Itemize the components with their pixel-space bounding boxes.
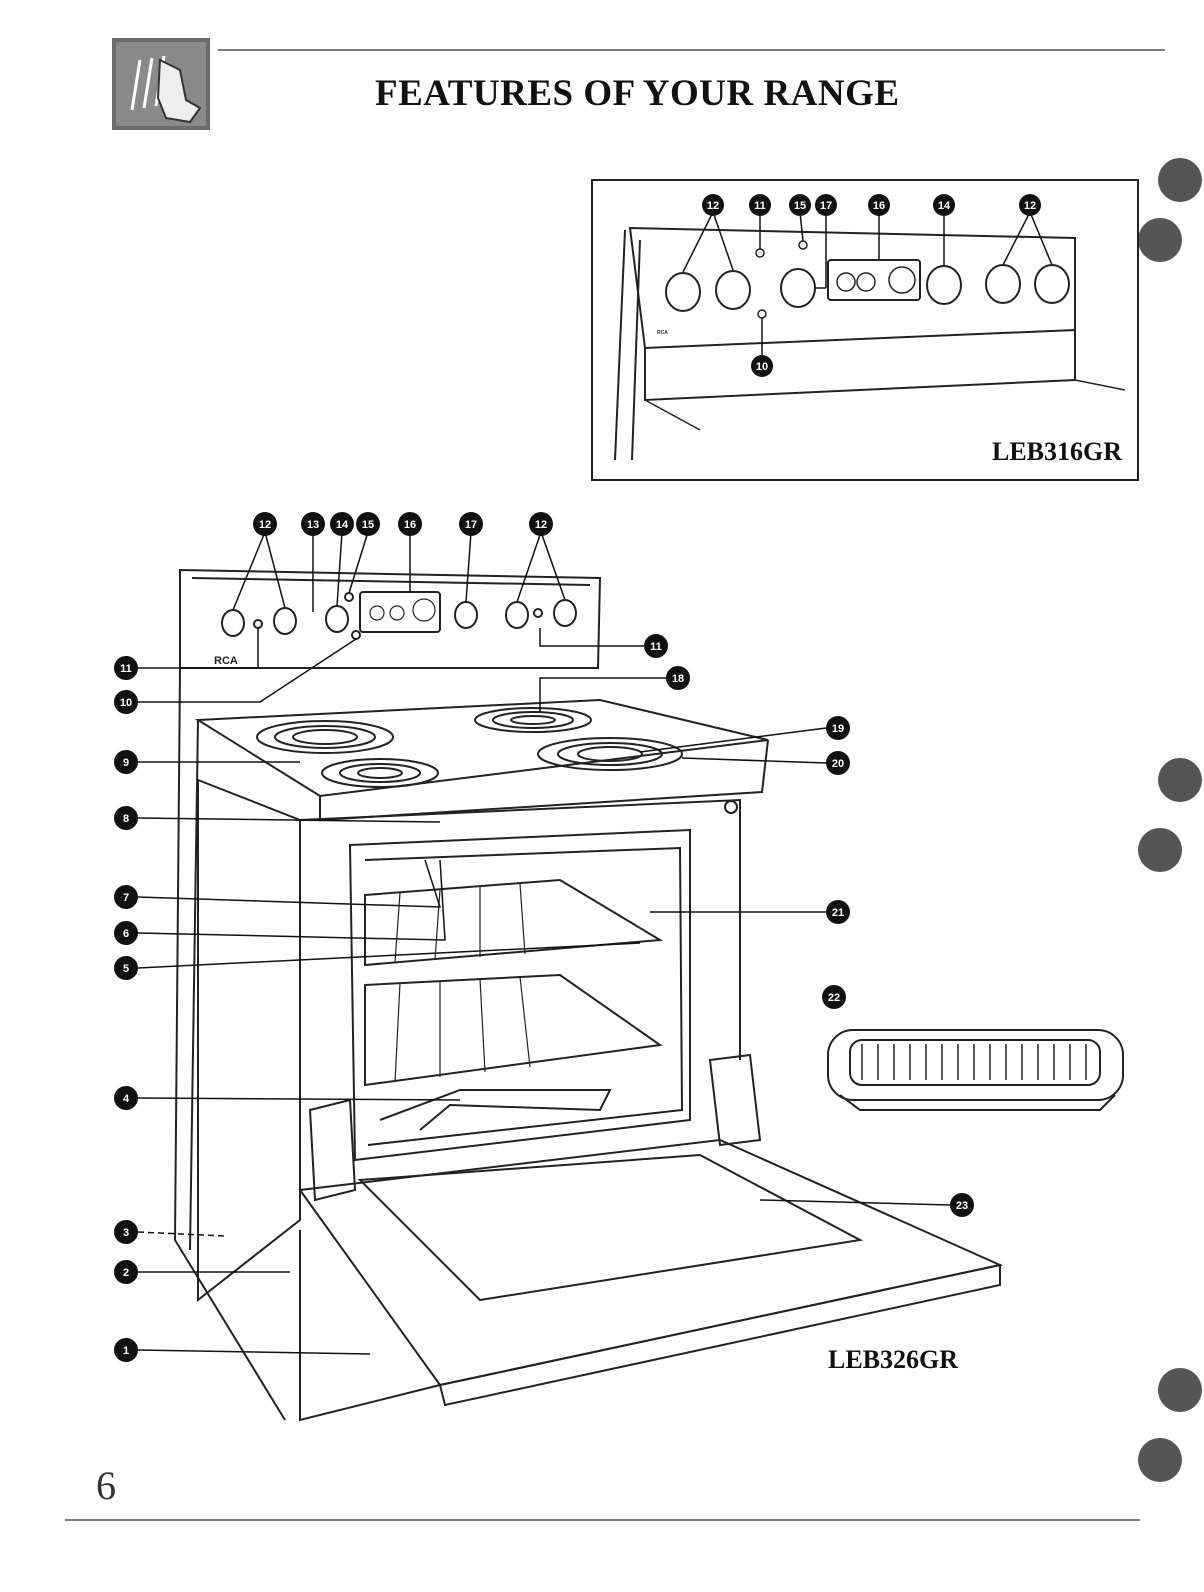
inset-callout-17: 17 — [815, 194, 837, 216]
callout-left-9: 9 — [114, 750, 138, 774]
svg-text:6: 6 — [123, 928, 129, 940]
callout-right-21: 21 — [826, 900, 850, 924]
callout-top-12b: 12 — [529, 512, 553, 536]
svg-text:11: 11 — [650, 641, 662, 653]
callout-left-3: 3 — [114, 1220, 138, 1244]
callout-left-7: 7 — [114, 885, 138, 909]
callout-top-14: 14 — [330, 512, 354, 536]
main-brand-logo: RCA — [214, 655, 238, 667]
callout-right-22: 22 — [822, 985, 846, 1009]
range-drawing — [175, 570, 1000, 1420]
svg-text:20: 20 — [832, 758, 844, 770]
callout-top-13: 13 — [301, 512, 325, 536]
callout-left-1: 1 — [114, 1338, 138, 1362]
inset-brand-logo: RCA — [657, 330, 668, 336]
inset-callout-12a: 12 — [702, 194, 724, 216]
broiler-pan — [828, 1030, 1123, 1110]
svg-text:17: 17 — [465, 519, 477, 531]
inset-callout-16: 16 — [868, 194, 890, 216]
svg-text:4: 4 — [123, 1093, 130, 1105]
svg-text:14: 14 — [938, 200, 951, 212]
svg-text:23: 23 — [956, 1200, 968, 1212]
callout-left-5: 5 — [114, 956, 138, 980]
callout-top-15: 15 — [356, 512, 380, 536]
callout-left-2: 2 — [114, 1260, 138, 1284]
inset-model-label: LEB316GR — [992, 437, 1122, 467]
svg-text:21: 21 — [832, 907, 844, 919]
svg-text:19: 19 — [832, 723, 844, 735]
svg-text:11: 11 — [754, 200, 766, 212]
svg-text:5: 5 — [123, 963, 129, 975]
svg-text:10: 10 — [120, 697, 132, 709]
svg-text:11: 11 — [120, 663, 132, 675]
callout-top-17: 17 — [459, 512, 483, 536]
callout-left-4: 4 — [114, 1086, 138, 1110]
svg-text:15: 15 — [794, 200, 806, 212]
svg-text:18: 18 — [672, 673, 684, 685]
callout-left-6: 6 — [114, 921, 138, 945]
svg-text:12: 12 — [1024, 200, 1036, 212]
callout-top-16: 16 — [398, 512, 422, 536]
inset-callout-11: 11 — [749, 194, 771, 216]
svg-text:13: 13 — [307, 519, 319, 531]
svg-text:1: 1 — [123, 1345, 129, 1357]
page-number: 6 — [96, 1462, 116, 1509]
svg-text:12: 12 — [259, 519, 271, 531]
callout-right-20: 20 — [826, 751, 850, 775]
inset-callout-10: 10 — [751, 355, 773, 377]
inset-callout-12b: 12 — [1019, 194, 1041, 216]
svg-text:12: 12 — [707, 200, 719, 212]
svg-text:22: 22 — [828, 992, 840, 1004]
callout-right-18: 18 — [666, 666, 690, 690]
svg-text:16: 16 — [404, 519, 416, 531]
callout-right-11: 11 — [644, 634, 668, 658]
hand-icon — [112, 38, 210, 130]
svg-text:3: 3 — [123, 1227, 129, 1239]
callout-top-12a: 12 — [253, 512, 277, 536]
svg-text:17: 17 — [820, 200, 832, 212]
binding-holes — [1138, 158, 1202, 1482]
main-model-label: LEB326GR — [828, 1345, 958, 1375]
svg-text:8: 8 — [123, 813, 129, 825]
inset-callout-15: 15 — [789, 194, 811, 216]
svg-text:9: 9 — [123, 757, 129, 769]
svg-text:10: 10 — [756, 361, 768, 373]
svg-text:15: 15 — [362, 519, 374, 531]
svg-text:7: 7 — [123, 892, 129, 904]
inset-control-panel: RCA 12 11 15 17 16 14 12 10 — [592, 180, 1138, 480]
svg-text:2: 2 — [123, 1267, 129, 1279]
svg-text:12: 12 — [535, 519, 547, 531]
callout-right-19: 19 — [826, 716, 850, 740]
callout-left-8: 8 — [114, 806, 138, 830]
callout-right-23: 23 — [950, 1193, 974, 1217]
svg-text:14: 14 — [336, 519, 349, 531]
callout-left-10: 10 — [114, 690, 138, 714]
svg-text:16: 16 — [873, 200, 885, 212]
inset-callout-14: 14 — [933, 194, 955, 216]
callout-left-11: 11 — [114, 656, 138, 680]
